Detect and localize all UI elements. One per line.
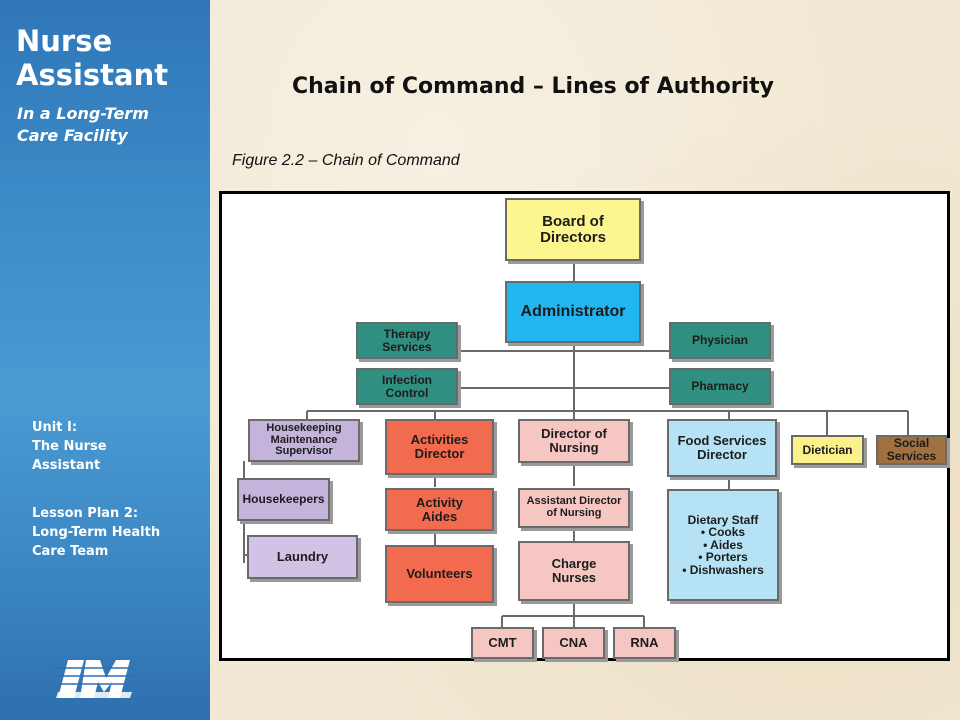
sidebar: Nurse Assistant In a Long-Term Care Faci… [0,0,210,720]
node-assistant-director-of-nursing: Assistant Director of Nursing [518,488,630,528]
node-cna: CNA [542,627,605,659]
slide-title: Chain of Command – Lines of Authority [292,74,775,99]
node-infection-control: Infection Control [356,368,458,405]
node-physician: Physician [669,322,771,359]
node-rna: RNA [613,627,676,659]
node-social-services: Social Services [876,435,947,465]
node-dietician: Dietician [791,435,864,465]
node-laundry: Laundry [247,535,358,579]
course-subtitle: In a Long-Term Care Facility [17,104,149,145]
course-title: Nurse Assistant [16,24,169,92]
figure-caption: Figure 2.2 – Chain of Command [232,152,460,169]
node-dietary-staff: Dietary Staff • Cooks • Aides • Porters … [667,489,779,601]
org-chart: Board of Directors Administrator Therapy… [219,191,950,661]
node-cmt: CMT [471,627,534,659]
node-activities-director: Activities Director [385,419,494,475]
node-charge-nurses: Charge Nurses [518,541,630,601]
node-pharmacy: Pharmacy [669,368,771,405]
node-therapy-services: Therapy Services [356,322,458,359]
iml-logo-icon [54,660,134,698]
lesson-label: Lesson Plan 2: Long-Term Health Care Tea… [32,506,161,559]
node-housekeeping-supervisor: Housekeeping Maintenance Supervisor [248,419,360,462]
node-activity-aides: Activity Aides [385,488,494,531]
node-administrator: Administrator [505,281,641,343]
node-director-of-nursing: Director of Nursing [518,419,630,463]
unit-label: Unit I: The Nurse Assistant [32,420,107,473]
node-food-services-director: Food Services Director [667,419,777,477]
node-volunteers: Volunteers [385,545,494,603]
node-housekeepers: Housekeepers [237,478,330,521]
node-board-of-directors: Board of Directors [505,198,641,261]
